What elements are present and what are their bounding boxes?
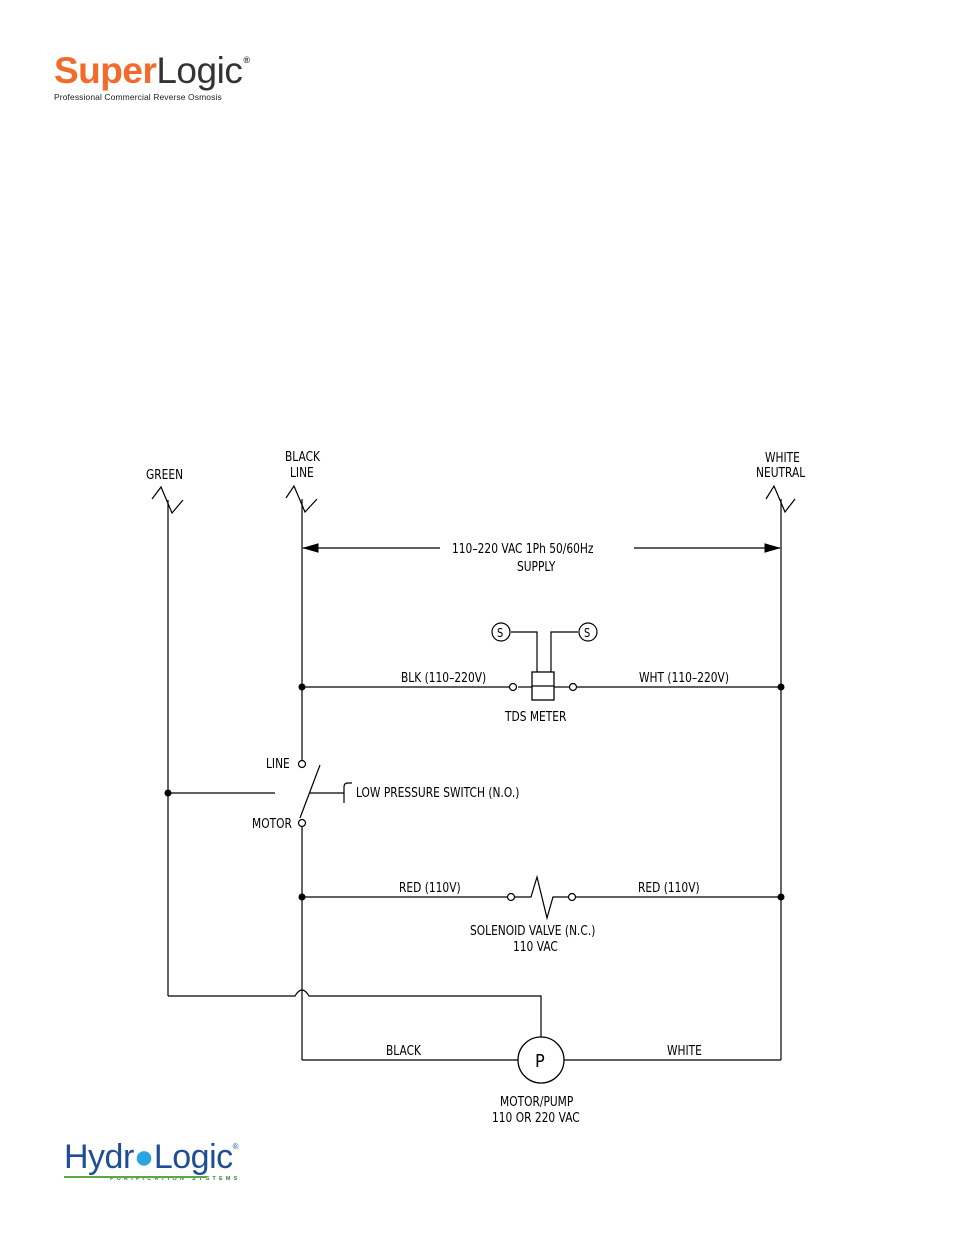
green-wire-break (151, 485, 184, 515)
superlogic-logo: SuperLogic® Professional Commercial Reve… (54, 50, 250, 102)
label-red-left: RED (110V) (399, 880, 461, 895)
registered-mark-hydro: ® (232, 1142, 239, 1151)
svg-text:S: S (497, 626, 503, 640)
switch-motor-terminal (297, 818, 307, 828)
switch-line-terminal (297, 759, 307, 769)
label-supply: 110–220 VAC 1Ph 50/60Hz (452, 541, 594, 556)
svg-text:WHT (110–220V): WHT (110–220V) (639, 670, 729, 685)
label-low-pressure-switch: LOW PRESSURE SWITCH (N.O.) (356, 785, 519, 800)
hydrologic-underline (64, 1176, 206, 1178)
svg-text:SOLENOID VALVE (N.C.): SOLENOID VALVE (N.C.) (470, 923, 595, 938)
label-line: LINE (266, 756, 290, 771)
sensor-lead-right (550, 631, 578, 672)
svg-text:NEUTRAL: NEUTRAL (756, 465, 806, 480)
svg-text:TDS METER: TDS METER (504, 709, 566, 724)
blk-terminal (508, 682, 518, 692)
hydrologic-logo: Hydr●Logic® PURIFICATION SYSTEMS (64, 1140, 241, 1182)
svg-text:BLACK: BLACK (285, 449, 321, 464)
sensor-lead-left (511, 631, 538, 672)
solenoid-terminal-right (567, 892, 577, 902)
solenoid-terminal-left (506, 892, 516, 902)
svg-text:RED (110V): RED (110V) (399, 880, 461, 895)
label-solenoid-voltage: 110 VAC (513, 939, 558, 954)
label-motor-pump-voltage: 110 OR 220 VAC (492, 1110, 580, 1125)
brand-logic: Logic (156, 50, 243, 91)
label-motor: MOTOR (252, 816, 292, 831)
registered-mark: ® (243, 55, 250, 65)
svg-text:MOTOR/PUMP: MOTOR/PUMP (500, 1094, 573, 1109)
water-drop-icon: ● (133, 1138, 155, 1176)
label-blk: BLK (110–220V) (401, 670, 486, 685)
sensor-icon-right (578, 622, 598, 642)
superlogic-tagline: Professional Commercial Reverse Osmosis (54, 92, 222, 102)
brand-super: Super (54, 50, 157, 91)
junction-black-tds (298, 683, 306, 691)
label-black: BLACK (386, 1043, 422, 1058)
label-white-neutral: WHITE (765, 450, 800, 465)
label-wht: WHT (110–220V) (639, 670, 729, 685)
hydrologic-wordmark: Hydr●Logic® (64, 1140, 241, 1174)
junction-white-tds (777, 683, 785, 691)
label-green: GREEN (146, 467, 183, 482)
junction-black-solenoid (298, 893, 306, 901)
svg-text:110–220 VAC 1Ph 50/60Hz: 110–220 VAC 1Ph 50/60Hz (452, 541, 594, 556)
svg-text:LOW PRESSURE SWITCH (N.O.): LOW PRESSURE SWITCH (N.O.) (356, 785, 519, 800)
switch-pressure-element (343, 782, 352, 803)
ground-wire (168, 989, 542, 1040)
svg-text:110 VAC: 110 VAC (513, 939, 558, 954)
wht-terminal (568, 682, 578, 692)
pump-symbol: P (535, 1051, 545, 1072)
svg-text:S: S (584, 626, 590, 640)
svg-text:LINE: LINE (266, 756, 290, 771)
brand-hydro: Hydr (64, 1138, 134, 1176)
hydrologic-tagline: PURIFICATION SYSTEMS (110, 1176, 241, 1182)
sensor-symbol-right: S (584, 626, 590, 640)
svg-text:P: P (535, 1051, 545, 1072)
svg-text:WHITE: WHITE (765, 450, 800, 465)
label-supply-2: SUPPLY (517, 559, 556, 574)
label-solenoid-valve: SOLENOID VALVE (N.C.) (470, 923, 595, 938)
switch-blade (299, 764, 321, 819)
superlogic-wordmark: SuperLogic® (54, 50, 250, 91)
label-motor-pump: MOTOR/PUMP (500, 1094, 573, 1109)
brand-logic-hydro: Logic (153, 1138, 233, 1176)
sensor-symbol-left: S (497, 626, 503, 640)
junction-green (164, 789, 172, 797)
label-white-neutral-2: NEUTRAL (756, 465, 806, 480)
svg-text:BLK (110–220V): BLK (110–220V) (401, 670, 486, 685)
label-tds-meter: TDS METER (504, 709, 566, 724)
label-red-right: RED (110V) (638, 880, 700, 895)
svg-text:LINE: LINE (290, 465, 314, 480)
svg-text:BLACK: BLACK (386, 1043, 422, 1058)
svg-text:RED (110V): RED (110V) (638, 880, 700, 895)
label-black-line: BLACK (285, 449, 321, 464)
svg-text:110 OR 220 VAC: 110 OR 220 VAC (492, 1110, 580, 1125)
label-black-line-2: LINE (290, 465, 314, 480)
junction-white-solenoid (777, 893, 785, 901)
sensor-icon-left (491, 622, 511, 642)
svg-text:GREEN: GREEN (146, 467, 183, 482)
svg-text:MOTOR: MOTOR (252, 816, 292, 831)
solenoid-coil (515, 874, 568, 921)
svg-text:WHITE: WHITE (667, 1043, 702, 1058)
white-neutral-wire-break (765, 484, 796, 514)
black-line-wire-break (285, 484, 318, 514)
svg-text:SUPPLY: SUPPLY (517, 559, 556, 574)
label-white: WHITE (667, 1043, 702, 1058)
